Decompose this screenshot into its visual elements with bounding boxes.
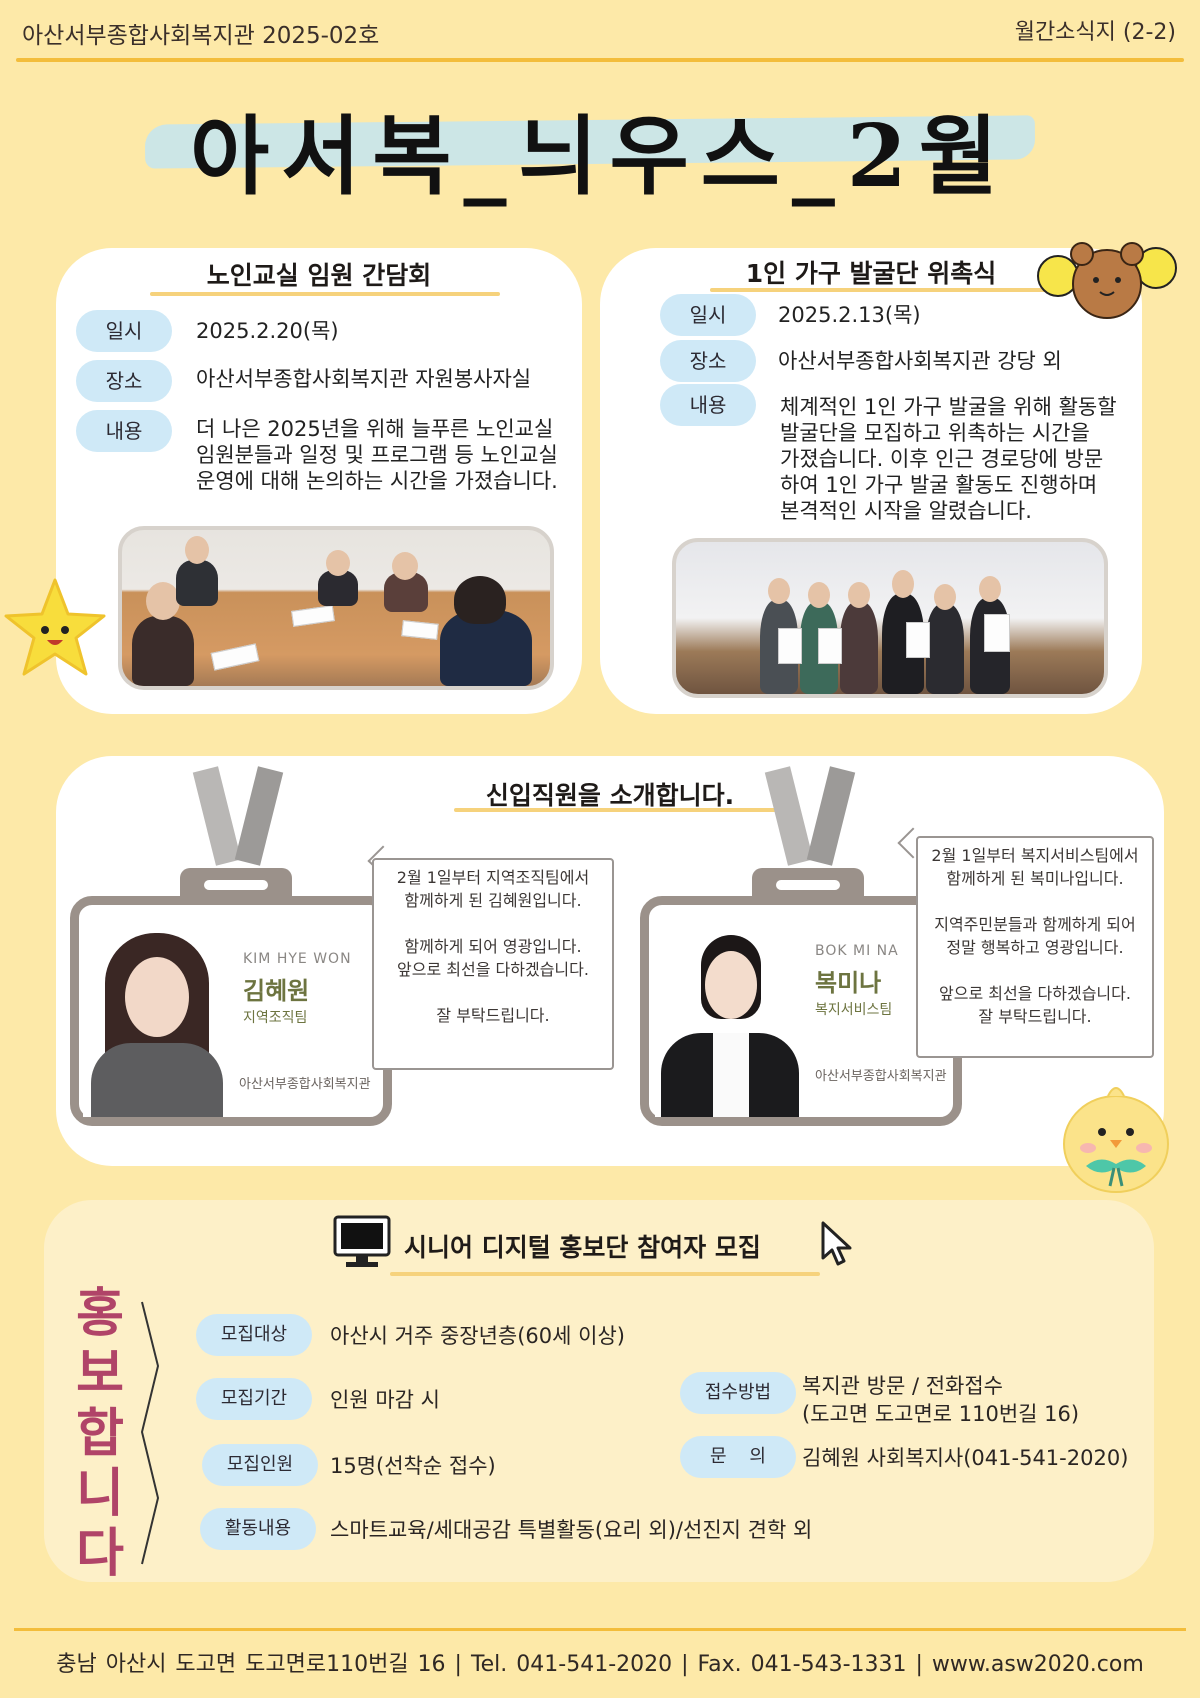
main-title: 아서복_늬우스_2월 [190,106,1010,207]
footer-contact: 충남 아산시 도고면 도고면로110번길 16 | Tel. 041-541-2… [56,1652,1144,1677]
person-head [808,582,830,608]
staff-portrait [655,921,805,1117]
person-head [146,582,180,620]
application-value: 복지관 방문 / 전화접수 [802,1374,1003,1398]
person-head [934,584,956,610]
person-head [392,552,418,580]
paper [210,643,260,671]
staff-team: 복지서비스팀 [815,1002,893,1018]
certificate [906,622,930,658]
staff-organization: 아산서부종합사회복지관 [815,1069,947,1084]
staff-introduction-section: 신입직원을 소개합니다. KIM HYE WON 김혜원 지역조직팀 아산서부종… [56,756,1164,1166]
label-content: 내용 [76,410,172,452]
person-head [326,550,350,576]
content-line: 체계적인 1인 가구 발굴을 위해 활동할 [780,395,1117,419]
paper [401,620,439,640]
bear-mascot-icon [1037,242,1177,319]
label-place: 장소 [660,340,756,382]
footer-divider [14,1628,1186,1631]
label-inquiry: 문 의 [680,1436,796,1478]
place-value: 아산서부종합사회복지관 강당 외 [778,349,1062,373]
staff-korean-name: 복미나 [815,969,882,997]
person-head [185,536,209,564]
header-divider [16,58,1184,62]
target-value: 아산시 거주 중장년층(60세 이상) [330,1324,625,1348]
application-address: (도고면 도고면로 110번길 16) [802,1402,1080,1426]
recruitment-section: 시니어 디지털 홍보단 참여자 모집 홍보합니다 모집대상 아산시 거주 중장년… [44,1200,1154,1584]
content-line: 발굴단을 모집하고 위촉하는 시간을 [780,421,1090,445]
staff-id-card: KIM HYE WON 김혜원 지역조직팀 아산서부종합사회복지관 [70,896,392,1126]
inquiry-value: 김혜원 사회복지사(041-541-2020) [802,1446,1129,1470]
badge-clip [752,868,864,900]
content-line: 운영에 대해 논의하는 시간을 가졌습니다. [196,469,558,493]
card-title: 1인 가구 발굴단 위촉식 [745,259,997,288]
ceremony-photo [672,538,1108,698]
label-application: 접수방법 [680,1372,796,1414]
person [132,616,194,686]
person-head [768,578,790,604]
content-line: 더 나은 2025년을 위해 늘푸른 노인교실 [196,417,554,441]
staff-message-bubble: 2월 1일부터 복지서비스팀에서 함께하게 된 복미나입니다. 지역주민분들과 … [916,836,1154,1058]
content-line: 하여 1인 가구 발굴 활동도 진행하며 [780,473,1098,497]
badge-clip [180,868,292,900]
label-date: 일시 [660,294,756,336]
title-underline [390,1272,820,1276]
date-value: 2025.2.13(목) [778,303,921,327]
content-line: 본격적인 시작을 알렸습니다. [780,499,1032,523]
label-content: 내용 [660,384,756,426]
title-banner: 아서복_늬우스_2월 [0,82,1200,207]
title-underline [454,808,776,812]
staff-portrait [83,923,231,1117]
staff-korean-name: 김혜원 [243,977,310,1005]
promo-vertical-text: 홍보합니다 [76,1284,124,1584]
label-target: 모집대상 [196,1314,312,1356]
monitor-icon [333,1215,391,1267]
activity-value: 스마트교육/세대공감 특별활동(요리 외)/선진지 견학 외 [330,1518,813,1542]
label-date: 일시 [76,310,172,352]
person [318,570,358,606]
staff-team: 지역조직팀 [243,1010,308,1026]
capacity-value: 15명(선착순 접수) [330,1454,496,1478]
content-line: 가졌습니다. 이후 인근 경로당에 방문 [780,447,1104,471]
person [926,604,964,694]
label-capacity: 모집인원 [202,1444,318,1486]
certificate [984,614,1010,652]
chevron-divider [140,1301,160,1565]
cursor-icon [821,1221,852,1266]
section-title: 신입직원을 소개합니다. [485,781,735,810]
period-value: 인원 마감 시 [330,1388,440,1412]
label-activity: 활동내용 [200,1508,316,1550]
recruitment-title: 시니어 디지털 홍보단 참여자 모집 [404,1233,761,1262]
star-mascot-icon [4,578,106,676]
card-senior-meeting: 노인교실 임원 간담회 일시 2025.2.20(목) 장소 아산서부종합사회복… [56,248,582,714]
label-period: 모집기간 [196,1378,312,1420]
person [176,560,218,606]
person [840,602,878,694]
person-hair [454,576,506,624]
staff-english-name: BOK MI NA [815,943,899,959]
label-place: 장소 [76,360,172,402]
certificate [778,628,802,664]
person-head [892,570,914,598]
issue-label: 아산서부종합사회복지관 2025-02호 [22,23,380,49]
date-value: 2025.2.20(목) [196,319,339,343]
staff-message-bubble: 2월 1일부터 지역조직팀에서 함께하게 된 김혜원입니다. 함께하게 되어 영… [372,858,614,1070]
staff-id-card: BOK MI NA 복미나 복지서비스팀 아산서부종합사회복지관 [640,896,962,1126]
card-single-household: 1인 가구 발굴단 위촉식 일시 2025.2.13(목) 장소 아산서부종합사… [600,248,1142,714]
card-title: 노인교실 임원 간담회 [206,261,432,290]
staff-english-name: KIM HYE WON [243,951,352,967]
meeting-photo [118,526,554,690]
content-line: 임원분들과 일정 및 프로그램 등 노인교실 [196,443,558,467]
paper [291,605,335,627]
staff-organization: 아산서부종합사회복지관 [239,1077,371,1092]
chick-mascot-icon [1063,1087,1169,1193]
certificate [818,628,842,664]
place-value: 아산서부종합사회복지관 자원봉사자실 [196,367,532,391]
title-underline [710,288,1050,292]
section-label: 월간소식지 (2-2) [1014,20,1176,45]
person-head [848,582,870,608]
person-head [979,576,1001,602]
title-underline [150,292,500,296]
